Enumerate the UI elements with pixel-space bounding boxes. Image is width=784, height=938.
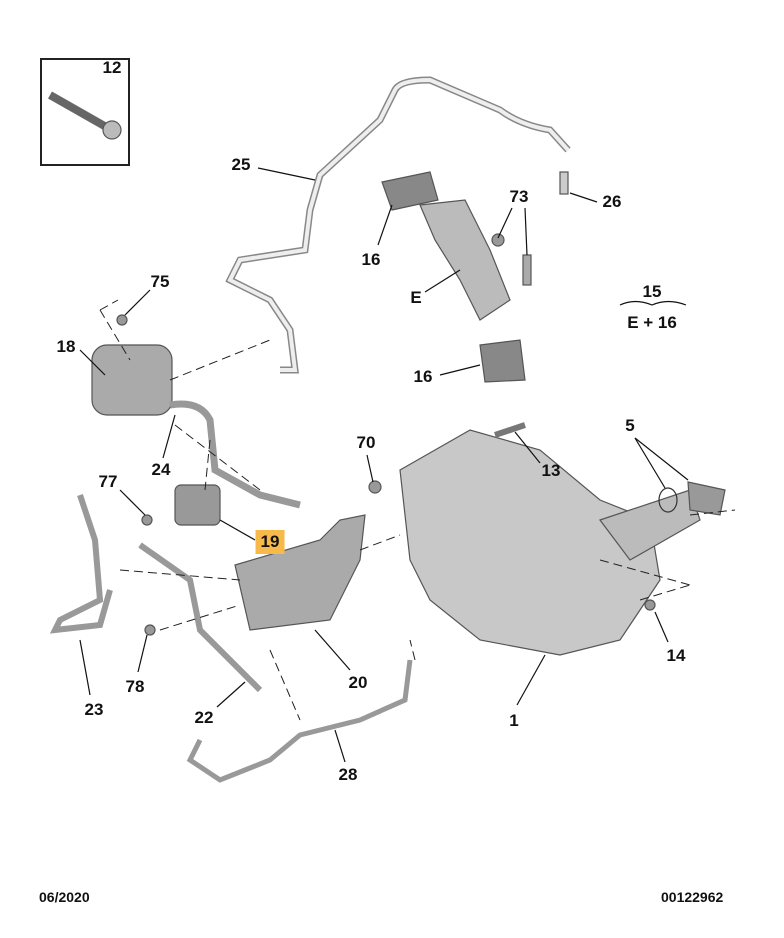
hose-22 — [138, 542, 263, 693]
footer-date: 06/2020 — [39, 889, 90, 905]
callout-23[interactable]: 23 — [84, 700, 104, 719]
callout-25[interactable]: 25 — [231, 155, 251, 174]
callout-73[interactable]: 73 — [509, 187, 529, 206]
callout-24[interactable]: 24 — [151, 460, 171, 479]
callout-70[interactable]: 70 — [356, 433, 376, 452]
callout-75[interactable]: 75 — [150, 272, 170, 291]
callout-18[interactable]: 18 — [56, 337, 76, 356]
callout-78[interactable]: 78 — [125, 677, 145, 696]
callout-16-top[interactable]: 16 — [361, 250, 381, 269]
callout-12[interactable]: 12 — [102, 58, 122, 77]
callout-16-bottom[interactable]: 16 — [413, 367, 433, 386]
gasket-16-top — [381, 171, 439, 211]
hose-23 — [49, 494, 113, 634]
bolt-12-icon — [48, 91, 122, 140]
elbow-E — [419, 199, 511, 321]
callout-19-highlighted[interactable]: 19 — [255, 530, 285, 554]
gasket-16-bottom — [479, 339, 526, 383]
callout-26[interactable]: 26 — [602, 192, 622, 211]
harness-28 — [186, 659, 413, 783]
callout-E[interactable]: E — [410, 288, 422, 307]
actuator-18 — [91, 344, 173, 416]
callout-13[interactable]: 13 — [541, 461, 561, 480]
callout-22[interactable]: 22 — [194, 708, 214, 727]
valve-19 — [174, 484, 221, 526]
part-26 — [559, 171, 569, 195]
callout-20[interactable]: 20 — [348, 673, 368, 692]
footer-reference: 00122962 — [661, 889, 724, 905]
callout-77[interactable]: 77 — [98, 472, 118, 491]
egr-cooler-1 — [399, 429, 661, 656]
callout-1[interactable]: 1 — [509, 711, 519, 730]
pipe-25 — [225, 76, 571, 374]
callout-15-contents: E + 16 — [627, 313, 677, 332]
callout-28[interactable]: 28 — [338, 765, 358, 784]
callout-5[interactable]: 5 — [625, 416, 635, 435]
part-12-inset-box — [40, 58, 130, 166]
callout-14[interactable]: 14 — [666, 646, 686, 665]
callout-15[interactable]: 15 — [642, 282, 662, 301]
hose-24 — [169, 400, 301, 509]
valve-20 — [234, 514, 366, 631]
